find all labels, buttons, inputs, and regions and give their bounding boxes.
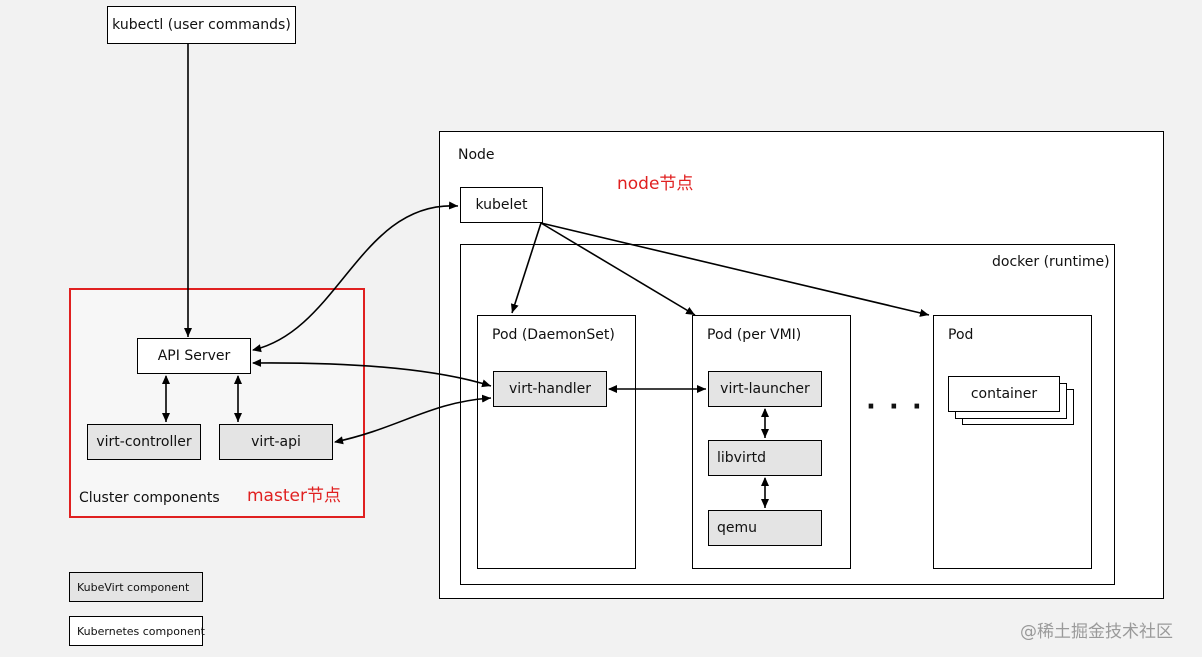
virt-controller-label: virt-controller [96,434,192,450]
pod-daemonset [477,315,636,569]
libvirtd-box: libvirtd [708,440,822,476]
node-title: Node [458,147,495,163]
docker-runtime-label: docker (runtime) [992,254,1110,270]
watermark: @稀土掘金技术社区 [1020,622,1173,642]
virt-handler-label: virt-handler [509,381,591,397]
legend-kubernetes-label: Kubernetes component [77,624,205,638]
kubectl-box: kubectl (user commands) [107,6,296,44]
legend-kubernetes: Kubernetes component [69,616,205,646]
virt-controller-box: virt-controller [87,424,201,460]
kubelet-label: kubelet [475,197,528,213]
api-server-label: API Server [157,348,231,364]
kubelet-box: kubelet [460,187,543,223]
kubectl-label: kubectl (user commands) [112,17,291,33]
legend-kubevirt-label: KubeVirt component [77,580,190,594]
master-node-label: master节点 [247,486,341,506]
legend-kubevirt: KubeVirt component [69,572,203,602]
node-chinese-label: node节点 [617,174,694,194]
container-label: container [970,386,1038,402]
virt-launcher-box: virt-launcher [708,371,822,407]
virt-handler-box: virt-handler [493,371,607,407]
pod-generic-title: Pod [948,327,974,343]
api-server-box: API Server [137,338,251,374]
arrow-kubelet-pod-vmi [540,222,696,316]
arrow-virtapi-handler [334,394,492,445]
pod-per-vmi-title: Pod (per VMI) [707,327,802,343]
container-box: container [948,376,1060,412]
virt-launcher-label: virt-launcher [720,381,810,397]
arrow-api-handler [252,358,492,388]
cluster-components-label: Cluster components [79,490,220,506]
qemu-label: qemu [717,520,758,536]
pod-generic [933,315,1092,569]
qemu-box: qemu [708,510,822,546]
virt-api-label: virt-api [251,434,301,450]
pod-daemonset-title: Pod (DaemonSet) [492,327,615,343]
more-pods-ellipsis: · · · [866,392,924,422]
arrow-kubelet-pod-generic [540,222,930,317]
arrow-kubelet-pod-daemonset [510,222,542,314]
libvirtd-label: libvirtd [717,450,766,466]
arrow-api-kubelet [252,201,459,353]
virt-api-box: virt-api [219,424,333,460]
